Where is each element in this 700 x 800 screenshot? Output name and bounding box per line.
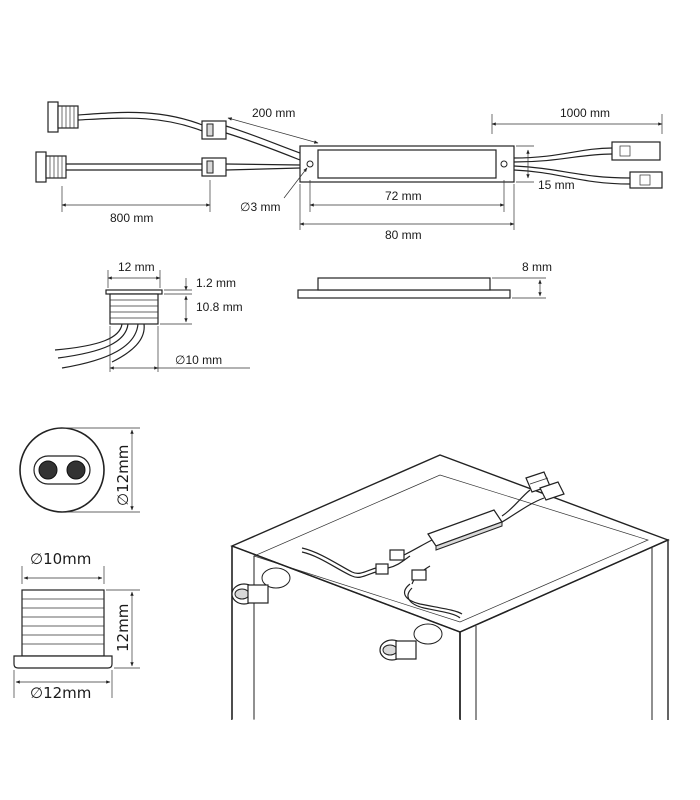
dim-side-dia-10: ∅10mm <box>30 550 91 568</box>
connector-upper <box>201 120 227 140</box>
sensor-front-view: ∅12mm <box>19 427 140 513</box>
sensor-head-upper <box>47 101 79 133</box>
dim-sensor-width-12: 12 mm <box>118 260 155 274</box>
dim-front-dia-12: ∅12mm <box>114 445 132 506</box>
dim-sensor-dia-10: ∅10 mm <box>175 353 222 367</box>
driver-profile-view: 8 mm <box>297 260 552 299</box>
dim-cable-200: 200 mm <box>252 106 295 120</box>
sensor-side-large-view: ∅10mm 12mm ∅12mm <box>13 550 140 702</box>
dim-side-height-12: 12mm <box>114 604 132 652</box>
driver-top-view: 200 mm 1000 mm 800 mm 15 mm ∅3 mm 72 mm … <box>35 101 663 242</box>
sensor-eye-right <box>66 460 86 480</box>
dim-cable-800: 800 mm <box>110 211 153 225</box>
dim-cable-1000: 1000 mm <box>560 106 610 120</box>
dim-length-72: 72 mm <box>385 189 422 203</box>
dim-hole-3: ∅3 mm <box>240 200 280 214</box>
connector-lower <box>201 157 227 177</box>
output-connector-upper <box>611 141 661 161</box>
installed-sensor-1 <box>231 583 269 605</box>
output-connector-lower <box>629 171 663 189</box>
sensor-eye-left <box>38 460 58 480</box>
dim-thickness-8: 8 mm <box>522 260 552 274</box>
installed-sensor-2 <box>379 639 417 661</box>
dim-sensor-height-10-8: 10.8 mm <box>196 300 243 314</box>
dim-sensor-flange-1-2: 1.2 mm <box>196 276 236 290</box>
dim-height-15: 15 mm <box>538 178 575 192</box>
sensor-head-lower <box>35 151 67 183</box>
dim-length-80: 80 mm <box>385 228 422 242</box>
sensor-side-view: 12 mm 1.2 mm 10.8 mm ∅10 mm <box>54 260 250 372</box>
dim-side-dia-12: ∅12mm <box>30 684 91 702</box>
cabinet-installation-view <box>230 454 670 721</box>
